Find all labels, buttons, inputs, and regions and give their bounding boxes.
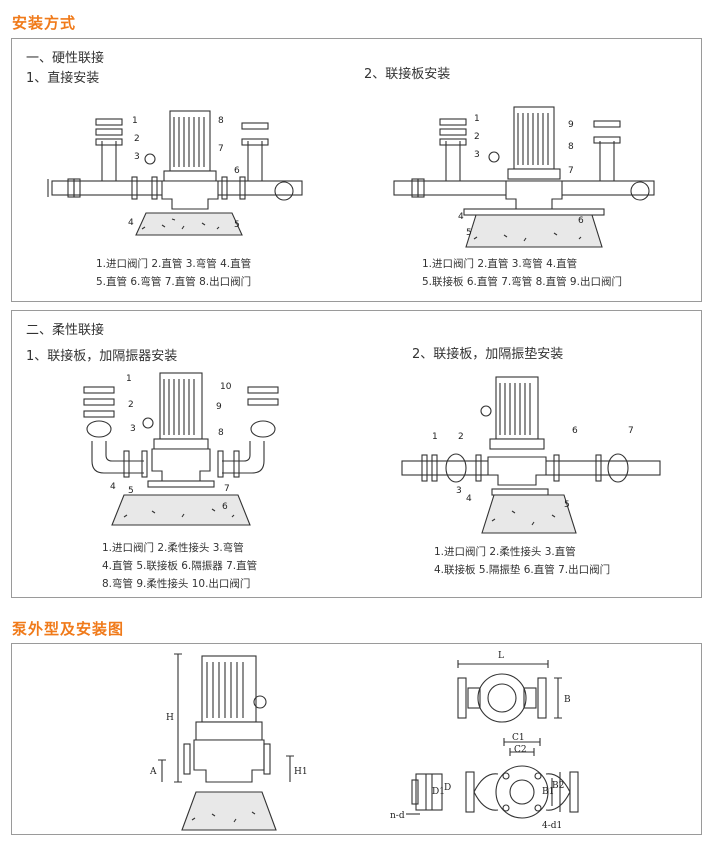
svg-text:2: 2 — [128, 400, 134, 410]
svg-text:6: 6 — [222, 502, 228, 512]
svg-text:6: 6 — [234, 166, 240, 176]
svg-text:4: 4 — [110, 482, 116, 492]
pump-diagram-pad — [401, 376, 661, 534]
legend-pad: 1.进口阀门 2.柔性接头 3.直管 4.联接板 5.隔振垫 6.直管 7.出口… — [434, 546, 611, 576]
callouts-pad: 1 2 3 4 5 6 7 — [432, 426, 634, 510]
svg-text:D: D — [444, 783, 451, 793]
svg-text:1: 1 — [432, 432, 438, 442]
pump-diagram-plate — [393, 106, 655, 248]
svg-text:5: 5 — [564, 500, 570, 510]
legend-plate: 1.进口阀门 2.直管 3.弯管 4.直管 5.联接板 6.直管 7.弯管 8.… — [422, 258, 622, 288]
svg-text:3: 3 — [130, 424, 136, 434]
svg-text:9: 9 — [216, 402, 222, 412]
callouts-direct: 1 2 3 4 5 6 7 8 — [128, 116, 240, 230]
svg-text:7: 7 — [568, 166, 574, 176]
pump-base-view — [406, 738, 579, 819]
svg-text:A: A — [149, 767, 157, 777]
callouts-isolator: 1 2 3 4 5 6 7 8 9 10 — [110, 374, 232, 512]
pump-elevation-view — [158, 653, 294, 831]
legend-isolator: 1.进口阀门 2.柔性接头 3.弯管 4.直管 5.联接板 6.隔振器 7.直管… — [102, 542, 258, 590]
flexible-isolator-subheading: 1、联接板，加隔振器安装 — [26, 349, 178, 364]
svg-text:4: 4 — [458, 212, 464, 222]
flexible-connection-panel: 二、柔性联接 1、联接板，加隔振器安装 2、联接板，加隔振垫安装 1 2 3 4 — [11, 310, 702, 598]
svg-text:4-d1: 4-d1 — [542, 821, 562, 831]
svg-text:4: 4 — [128, 218, 134, 228]
svg-text:3: 3 — [456, 486, 462, 496]
rigid-direct-subheading: 1、直接安装 — [26, 71, 100, 86]
svg-text:4: 4 — [466, 494, 472, 504]
plan-dimensions: L B — [498, 651, 571, 705]
svg-text:L: L — [498, 651, 504, 661]
svg-text:9: 9 — [568, 120, 574, 130]
svg-text:D1: D1 — [432, 787, 445, 797]
svg-text:C1: C1 — [512, 733, 525, 743]
rigid-connection-panel: 一、硬性联接 1、直接安装 2、联接板安装 — [11, 38, 702, 302]
svg-text:5: 5 — [234, 220, 240, 230]
svg-text:6: 6 — [572, 426, 578, 436]
svg-text:2: 2 — [474, 132, 480, 142]
svg-text:5: 5 — [466, 228, 472, 238]
outline-drawing-panel: H A H1 L B — [11, 643, 702, 835]
svg-text:n-d: n-d — [390, 811, 405, 821]
svg-text:H1: H1 — [294, 767, 308, 777]
pump-diagram-direct — [47, 110, 303, 236]
svg-text:8: 8 — [218, 116, 224, 126]
section-title-outline: 泵外型及安装图 — [12, 620, 125, 638]
legend-direct: 1.进口阀门 2.直管 3.弯管 4.直管 5.直管 6.弯管 7.直管 8.出… — [96, 258, 252, 288]
svg-text:3: 3 — [474, 150, 480, 160]
svg-text:2: 2 — [134, 134, 140, 144]
svg-text:10: 10 — [220, 382, 232, 392]
svg-text:8: 8 — [218, 428, 224, 438]
svg-text:7: 7 — [628, 426, 634, 436]
elevation-dimensions: H A H1 — [149, 713, 308, 777]
base-dimensions: C1 C2 B1 B2 D1 D n-d 4-d1 — [390, 733, 564, 831]
svg-text:2: 2 — [458, 432, 464, 442]
rigid-heading: 一、硬性联接 — [26, 51, 105, 66]
flexible-diagrams: 1 2 3 4 5 6 7 8 9 10 — [83, 372, 661, 534]
svg-text:5: 5 — [128, 486, 134, 496]
svg-text:3: 3 — [134, 152, 140, 162]
svg-text:8: 8 — [568, 142, 574, 152]
svg-text:1: 1 — [132, 116, 138, 126]
rigid-diagrams: 1 2 3 4 5 6 7 8 1 2 — [47, 106, 655, 248]
callouts-plate: 1 2 3 4 5 6 7 8 9 — [458, 114, 584, 238]
svg-text:1: 1 — [474, 114, 480, 124]
section-title-installation: 安装方式 — [12, 14, 77, 32]
pump-diagram-isolator — [83, 372, 279, 526]
svg-text:B2: B2 — [552, 781, 564, 791]
svg-text:B: B — [564, 695, 571, 705]
svg-text:C2: C2 — [514, 745, 527, 755]
pump-plan-view — [457, 660, 562, 723]
svg-text:7: 7 — [224, 484, 230, 494]
svg-text:B1: B1 — [542, 787, 554, 797]
svg-text:1: 1 — [126, 374, 132, 384]
svg-text:H: H — [166, 713, 174, 723]
rigid-plate-subheading: 2、联接板安装 — [364, 67, 451, 82]
svg-text:7: 7 — [218, 144, 224, 154]
flexible-heading: 二、柔性联接 — [26, 323, 105, 338]
svg-text:6: 6 — [578, 216, 584, 226]
outline-diagrams: H A H1 L B — [149, 651, 579, 831]
flexible-pad-subheading: 2、联接板，加隔振垫安装 — [412, 347, 564, 362]
